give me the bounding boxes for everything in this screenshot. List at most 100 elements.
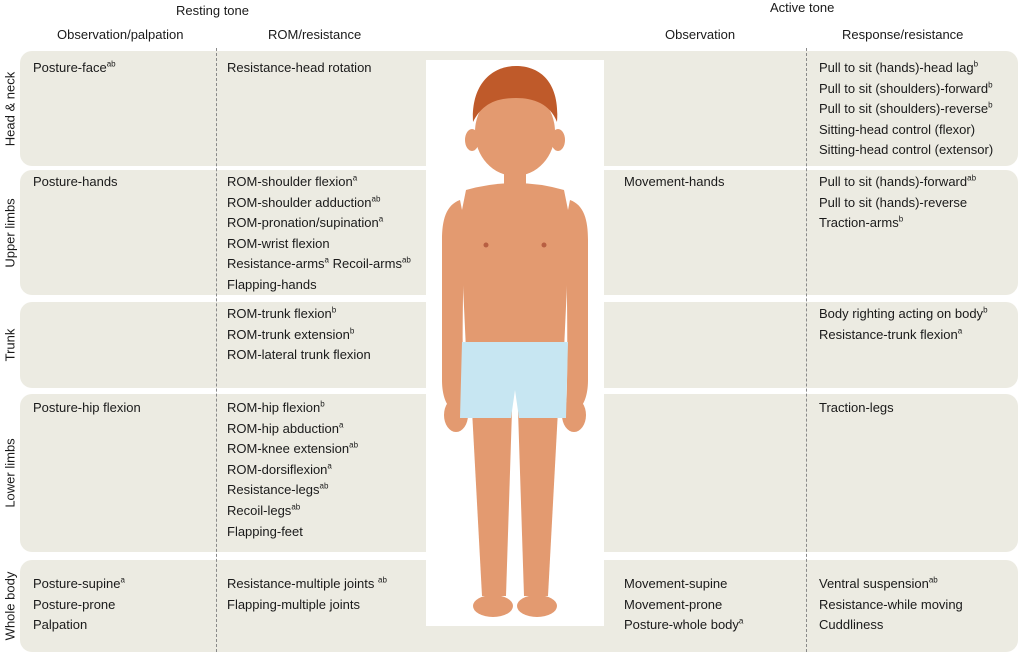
item-text: Posture-face xyxy=(33,60,107,75)
cell-item: Movement-prone xyxy=(624,595,743,616)
cell-item: Flapping-hands xyxy=(227,275,411,296)
item-text: Flapping-feet xyxy=(227,523,303,539)
item-text: Recoil-legs xyxy=(227,502,292,518)
superscript-note: ab xyxy=(371,194,381,204)
superscript-note: a xyxy=(352,173,358,183)
superscript-note: ab xyxy=(928,575,938,585)
item-text: ROM-lateral trunk flexion xyxy=(227,347,371,363)
item-text: Cuddliness xyxy=(819,617,884,633)
item-text: ROM-trunk extension xyxy=(227,326,350,342)
cell-item: ROM-hip abductiona xyxy=(227,419,358,440)
item-text: ROM-hip abduction xyxy=(227,420,339,436)
cell-resp: Traction-legs xyxy=(819,398,894,419)
superscript-note: b xyxy=(349,326,355,336)
item-text: ROM-dorsiflexion xyxy=(227,461,328,477)
row-label-text: Head & neck xyxy=(2,71,18,146)
rom-resistance-header: ROM/resistance xyxy=(268,27,362,42)
cell-obs: Posture-faceab xyxy=(33,58,116,79)
superscript-note: b xyxy=(988,80,993,90)
item-text: Pull to sit (hands)-forward xyxy=(819,174,968,189)
item-text: Posture-supine xyxy=(33,576,121,591)
superscript-note: b xyxy=(320,399,325,409)
superscript-note: a xyxy=(120,575,125,585)
cell-item: Sitting-head control (extensor) xyxy=(819,140,993,161)
item-text: ROM-wrist flexion xyxy=(227,235,330,251)
superscript-note: ab xyxy=(378,575,387,585)
superscript-note: ab xyxy=(967,173,977,183)
cell-item: Resistance-multiple joints ab xyxy=(227,574,387,595)
cell-item: ROM-trunk flexionb xyxy=(227,304,371,325)
superscript-note: ab xyxy=(319,482,329,492)
column-divider xyxy=(216,48,217,652)
item-text: Pull to sit (hands)-reverse xyxy=(819,194,968,210)
cell-item: Pull to sit (hands)-reverse xyxy=(819,193,976,214)
cell-item: Pull to sit (shoulders)-forwardb xyxy=(819,79,993,100)
row-label-text: Upper limbs xyxy=(2,197,18,268)
cell-item: ROM-shoulder flexiona xyxy=(227,172,411,193)
item-text: Traction-arms xyxy=(819,215,899,231)
item-text: Body righting acting on body xyxy=(819,306,984,321)
item-text: ROM-shoulder flexion xyxy=(227,174,353,189)
item-text: Sitting-head control (flexor) xyxy=(819,121,976,137)
cell-item: Posture-prone xyxy=(33,595,125,616)
cell-item: Posture-supinea xyxy=(33,574,125,595)
cell-rom: Resistance-head rotation xyxy=(227,58,372,79)
item-text: ROM-pronation/supination xyxy=(227,215,379,231)
item-text: Posture-hip flexion xyxy=(33,400,141,415)
cell-item: Resistance-while moving xyxy=(819,595,963,616)
child-body-figure xyxy=(426,60,604,626)
item-text: Resistance-legs xyxy=(227,482,320,498)
active-tone-header: Active tone xyxy=(770,0,835,15)
superscript-note: a xyxy=(738,616,744,626)
cell-item: Resistance-trunk flexiona xyxy=(819,325,988,346)
item-text: Resistance-multiple joints xyxy=(227,576,379,591)
row-label-text: Whole body xyxy=(2,571,18,641)
observation-palpation-header: Observation/palpation xyxy=(57,27,184,42)
cell-item: Resistance-head rotation xyxy=(227,58,372,79)
item-text: Ventral suspension xyxy=(819,576,929,591)
superscript-note: ab xyxy=(291,502,301,512)
cell-item: ROM-lateral trunk flexion xyxy=(227,345,371,366)
observation-header: Observation xyxy=(665,27,736,42)
item-text: Resistance-head rotation xyxy=(227,60,372,75)
item-text: Recoil-arms xyxy=(328,256,402,272)
row-label: Head & neck xyxy=(0,51,20,166)
item-text: ROM-hip flexion xyxy=(227,400,321,415)
item-text: Traction-legs xyxy=(819,400,894,415)
item-text: ROM-trunk flexion xyxy=(227,306,332,321)
superscript-note: b xyxy=(983,305,988,315)
superscript-note: a xyxy=(378,214,384,224)
superscript-note: a xyxy=(957,326,963,336)
cell-item: Posture-whole bodya xyxy=(624,615,743,636)
superscript-note: ab xyxy=(349,440,359,450)
cell-item: ROM-trunk extensionb xyxy=(227,325,371,346)
cell-item: Posture-faceab xyxy=(33,58,116,79)
superscript-note: b xyxy=(331,305,337,315)
cell-item: Movement-supine xyxy=(624,574,743,595)
item-text: Pull to sit (hands)-head lag xyxy=(819,60,974,75)
superscript-note: b xyxy=(898,214,904,224)
cell-obs: Posture-hip flexion xyxy=(33,398,141,419)
response-resistance-header: Response/resistance xyxy=(842,27,964,42)
item-text: Posture-hands xyxy=(33,174,118,189)
cell-item: Flapping-multiple joints xyxy=(227,595,387,616)
superscript-note: a xyxy=(327,461,332,471)
superscript-note: a xyxy=(339,420,344,430)
cell-item: ROM-pronation/supinationa xyxy=(227,213,411,234)
cell-item: ROM-shoulder adductionab xyxy=(227,193,411,214)
cell-item: ROM-hip flexionb xyxy=(227,398,358,419)
row-label-text: Lower limbs xyxy=(2,438,18,508)
row-label-text: Trunk xyxy=(2,328,18,362)
item-text: Movement-hands xyxy=(624,174,725,189)
item-text: Pull to sit (shoulders)-forward xyxy=(819,80,989,96)
item-text: Sitting-head control (extensor) xyxy=(819,142,994,158)
item-text: Pull to sit (shoulders)-reverse xyxy=(819,101,989,117)
cell-item: Body righting acting on bodyb xyxy=(819,304,988,325)
